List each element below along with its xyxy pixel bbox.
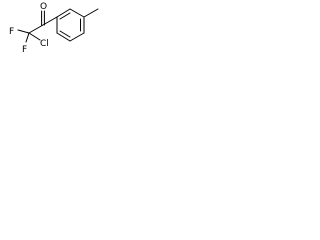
bonds — [17, 8, 99, 43]
ring-inner-bond-1 — [59, 12, 71, 20]
c-f-top-bond — [17, 29, 30, 34]
methyl-bond — [83, 8, 99, 18]
structure-canvas: O Cl F F — [0, 0, 115, 68]
ring-bond-5 — [56, 32, 71, 42]
ring-bond-2 — [69, 8, 85, 18]
c-cl-bond — [28, 32, 41, 41]
carbonyl-to-ring-bond — [42, 16, 58, 26]
ring-bond-1 — [56, 8, 71, 18]
ring-inner-bond-3 — [59, 30, 71, 38]
structure-diagram: O Cl F F — [9, 2, 99, 55]
chlorine-label: Cl — [40, 39, 49, 49]
oxygen-label: O — [40, 2, 47, 12]
fluorine-bottom-label: F — [22, 45, 27, 55]
fluorine-top-label: F — [9, 27, 14, 37]
c-f-bottom-bond — [25, 32, 30, 43]
ring-bond-4 — [69, 32, 85, 42]
carbonyl-to-cf2cl-bond — [28, 24, 44, 34]
